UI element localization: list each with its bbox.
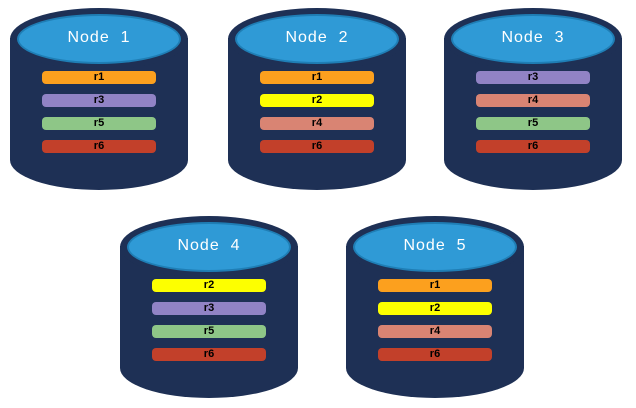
replica-bar: r2 (152, 279, 266, 292)
replica-label: r5 (93, 117, 105, 129)
replica-label: r6 (527, 140, 539, 152)
node-label: Node 1 (67, 29, 131, 46)
replica-label: r5 (527, 117, 539, 129)
node-label: Node 5 (403, 237, 467, 254)
replica-bar: r1 (378, 279, 492, 292)
replica-label: r6 (311, 140, 323, 152)
replica-bar: r6 (260, 140, 374, 153)
cylinder-top-ellipse: Node 1 (17, 14, 181, 64)
replica-bar: r4 (260, 117, 374, 130)
replica-label: r1 (311, 71, 323, 83)
replica-label: r4 (527, 94, 539, 106)
replica-label: r1 (429, 279, 441, 291)
replica-label: r1 (93, 71, 105, 83)
replica-label: r2 (429, 302, 441, 314)
replica-list: r1 r2 r4 r6 (378, 279, 492, 361)
replica-label: r6 (429, 348, 441, 360)
replica-bar: r6 (152, 348, 266, 361)
replica-bar: r5 (42, 117, 156, 130)
replica-list: r1 r3 r5 r6 (42, 71, 156, 153)
replica-bar: r3 (42, 94, 156, 107)
replica-label: r5 (203, 325, 215, 337)
replica-bar: r4 (476, 94, 590, 107)
replica-label: r2 (203, 279, 215, 291)
replica-list: r1 r2 r4 r6 (260, 71, 374, 153)
replica-bar: r5 (476, 117, 590, 130)
node-label: Node 4 (177, 237, 241, 254)
replica-label: r6 (93, 140, 105, 152)
replica-bar: r1 (42, 71, 156, 84)
replica-bar: r1 (260, 71, 374, 84)
database-node: Node 1 r1 r3 r5 r6 (10, 8, 188, 190)
replica-label: r3 (93, 94, 105, 106)
cylinder-top-ellipse: Node 5 (353, 222, 517, 272)
replica-bar: r6 (378, 348, 492, 361)
cylinder-top-ellipse: Node 2 (235, 14, 399, 64)
replica-label: r3 (203, 302, 215, 314)
replica-bar: r3 (476, 71, 590, 84)
database-node: Node 5 r1 r2 r4 r6 (346, 216, 524, 398)
cylinder-top-ellipse: Node 4 (127, 222, 291, 272)
replica-label: r4 (429, 325, 441, 337)
replica-list: r2 r3 r5 r6 (152, 279, 266, 361)
replica-bar: r4 (378, 325, 492, 338)
database-node: Node 2 r1 r2 r4 r6 (228, 8, 406, 190)
replica-label: r4 (311, 117, 323, 129)
replica-list: r3 r4 r5 r6 (476, 71, 590, 153)
database-node: Node 4 r2 r3 r5 r6 (120, 216, 298, 398)
replica-bar: r2 (260, 94, 374, 107)
replica-bar: r5 (152, 325, 266, 338)
replica-bar: r6 (476, 140, 590, 153)
node-label: Node 3 (501, 29, 565, 46)
node-label: Node 2 (285, 29, 349, 46)
replica-bar: r2 (378, 302, 492, 315)
database-node: Node 3 r3 r4 r5 r6 (444, 8, 622, 190)
replica-label: r2 (311, 94, 323, 106)
replica-bar: r3 (152, 302, 266, 315)
cylinder-top-ellipse: Node 3 (451, 14, 615, 64)
replica-bar: r6 (42, 140, 156, 153)
replica-label: r3 (527, 71, 539, 83)
replica-label: r6 (203, 348, 215, 360)
